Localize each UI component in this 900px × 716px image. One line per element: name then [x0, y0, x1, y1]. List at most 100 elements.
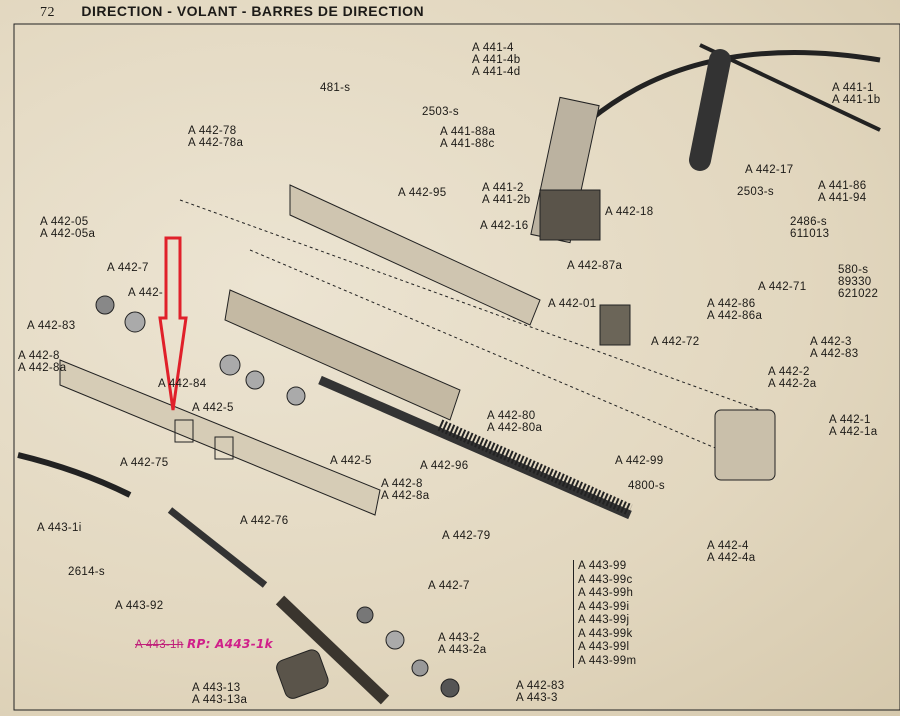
part-label: 2503-s — [422, 106, 459, 118]
part-number: A 442-99 — [615, 455, 664, 467]
tie-rod-arm — [167, 507, 268, 588]
part-number: A 442-71 — [758, 281, 807, 293]
part-label: 481-s — [320, 82, 350, 94]
replacement-part-number: RP: A443-1k — [186, 637, 273, 651]
part-number: A 443-99m — [578, 654, 637, 667]
part-label: A 442-76 — [240, 515, 288, 527]
part-number: A 441-2b — [482, 194, 531, 206]
part-number: A 443-2 — [438, 632, 480, 644]
part-number: A 441-1 — [832, 82, 874, 94]
part-number: A 442-7 — [428, 580, 470, 592]
part-number: A 442-4 — [707, 540, 749, 552]
part-label: A 442-7 — [107, 262, 149, 274]
ring — [219, 354, 241, 376]
ring — [124, 311, 146, 333]
sleeve-a443-13 — [276, 649, 329, 699]
part-number: A 442-4a — [707, 552, 756, 564]
part-number: A 442-84 — [158, 378, 207, 390]
part-number: A 442-01 — [548, 298, 597, 310]
part-label: 2614-s — [68, 566, 105, 578]
part-number: A 442-05 — [40, 216, 89, 228]
part-number: A 442-79 — [442, 530, 491, 542]
part-label: A 442-84 — [158, 378, 206, 390]
part-label: A 442-7 — [428, 580, 470, 592]
part-number: A 441-1b — [832, 94, 881, 106]
part-number: 2503-s — [737, 186, 774, 198]
part-label: A 442-16 — [480, 220, 528, 232]
part-number: A 442-16 — [480, 220, 529, 232]
part-label: A 442-18 — [605, 206, 653, 218]
part-number: A 442-96 — [420, 460, 469, 472]
part-number: A 443-99k — [578, 627, 633, 640]
part-label: 4800-s — [628, 480, 665, 492]
part-number: A 442-5 — [330, 455, 372, 467]
part-label: 2503-s — [737, 186, 774, 198]
page-number: 72 — [40, 5, 55, 20]
part-number: 2614-s — [68, 566, 105, 578]
part-number: A 442-80 — [487, 410, 536, 422]
housing-a442-80 — [224, 289, 461, 421]
part-label: A 442-83 — [27, 320, 75, 332]
part-label: A 442-95 — [398, 187, 446, 199]
part-number: 4800-s — [628, 480, 665, 492]
part-number: A 443-13a — [192, 694, 248, 706]
plate-window — [174, 419, 194, 443]
part-number: A 443-3 — [516, 692, 558, 704]
part-number: 2486-s — [790, 216, 827, 228]
red-arrow-annotation — [158, 236, 188, 411]
part-label: A 442-5 — [192, 402, 234, 414]
part-number: 621022 — [838, 288, 879, 300]
part-number: A 443-99h — [578, 587, 634, 599]
page-header: 72 DIRECTION - VOLANT - BARRES DE DIRECT… — [40, 3, 424, 21]
part-number: A 442-72 — [651, 336, 700, 348]
part-number: A 442-86a — [707, 310, 763, 322]
nut-a443-3 — [440, 678, 460, 698]
part-number: A 442-2 — [768, 366, 810, 378]
ring — [385, 630, 405, 650]
part-label: A 442- — [128, 287, 163, 299]
tie-rod-a443-1k — [275, 595, 390, 705]
part-number: A 442-8a — [18, 362, 67, 374]
part-label: A 442-75 — [120, 457, 168, 469]
part-label: A 442-87a — [567, 260, 622, 272]
part-number: 481-s — [320, 82, 351, 94]
pinion-a442-01 — [599, 304, 631, 346]
part-number: A 442-78 — [188, 125, 237, 137]
part-number: A 441-4 — [472, 42, 514, 54]
part-number: A 442-83 — [27, 320, 76, 332]
part-number: A 441-86 — [818, 180, 867, 192]
part-number: 580-s — [838, 264, 869, 276]
column-flange — [539, 189, 601, 241]
part-number: A 442-8a — [381, 490, 430, 502]
part-number: A 441-4b — [472, 54, 521, 66]
ring — [245, 370, 265, 390]
part-label: A 442-5 — [330, 455, 372, 467]
part-number: A 443-99l — [578, 641, 630, 653]
bellows-a442-1 — [714, 409, 776, 481]
part-label: A 443-92 — [115, 600, 163, 612]
part-number: A 442-87a — [567, 260, 623, 272]
part-number: A 441-2 — [482, 182, 524, 194]
part-number: A 442-18 — [605, 206, 654, 218]
part-number: A 442-80a — [487, 422, 543, 434]
part-number: A 442-7 — [107, 262, 149, 274]
part-number: 2503-s — [422, 106, 459, 118]
part-number: A 442-95 — [398, 187, 447, 199]
